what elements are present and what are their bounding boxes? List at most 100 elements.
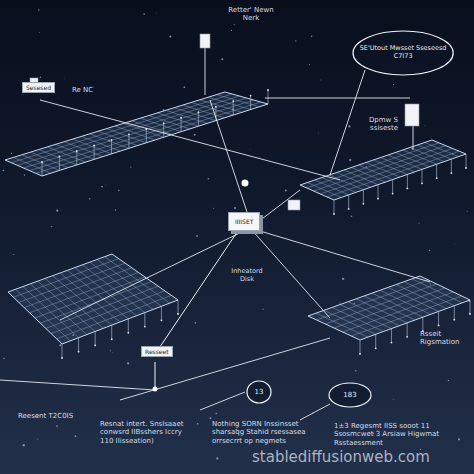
grid-line: [395, 153, 429, 167]
star: [115, 209, 117, 211]
antenna-tip: [391, 342, 393, 344]
antenna-tick: [62, 344, 63, 358]
antenna-tick: [392, 180, 393, 194]
node-text: Sesesed: [26, 84, 51, 91]
antenna-tick: [438, 311, 439, 325]
antenna-tip: [180, 117, 182, 119]
antenna-tick: [128, 134, 129, 148]
node-dot: [153, 387, 158, 392]
grid-line: [425, 143, 459, 157]
panel-outline: [300, 140, 466, 200]
grid-line: [381, 158, 415, 172]
antenna-tip: [362, 203, 364, 205]
antenna-tick: [178, 300, 179, 314]
star: [355, 370, 357, 372]
star: [2, 170, 4, 172]
star: [38, 31, 40, 33]
star: [448, 380, 449, 381]
antenna-tip: [177, 313, 179, 315]
star: [37, 439, 38, 440]
grid-line: [46, 286, 158, 328]
antenna-tick: [198, 112, 199, 126]
antenna-tick: [233, 101, 234, 115]
star: [64, 77, 66, 79]
panel-outline: [308, 276, 470, 340]
star: [56, 425, 58, 427]
star: [130, 167, 131, 168]
central-hub-box: IIIISET: [228, 212, 260, 231]
antenna-tip: [41, 161, 43, 163]
antenna-tip: [78, 351, 80, 353]
link-line: [40, 100, 340, 180]
antenna-tick: [161, 306, 162, 320]
antenna-tick: [111, 325, 112, 339]
star: [339, 302, 340, 303]
star: [234, 24, 235, 25]
antenna-tip: [127, 332, 129, 334]
antenna-tip: [469, 313, 471, 315]
antenna-tip: [93, 144, 95, 146]
star: [111, 351, 113, 353]
star: [118, 190, 120, 192]
star: [38, 9, 40, 11]
grid-line: [351, 168, 385, 183]
antenna-tip: [359, 353, 361, 355]
star: [234, 207, 236, 209]
solar-panel: [300, 140, 467, 215]
link-line: [330, 70, 365, 175]
star: [215, 413, 217, 415]
link-line: [250, 228, 430, 282]
callout-circle: 183: [328, 382, 372, 408]
grid-line: [410, 148, 444, 162]
grid-line: [359, 165, 393, 180]
grid-line: [320, 148, 452, 194]
antenna-tick: [360, 340, 361, 354]
star: [105, 184, 107, 186]
star: [110, 350, 111, 351]
star: [454, 243, 456, 245]
link-line: [60, 228, 250, 320]
antenna-tip: [161, 319, 163, 321]
antenna-tick: [250, 96, 251, 110]
antenna-tick: [181, 118, 182, 132]
link-line: [120, 338, 330, 400]
star: [51, 226, 52, 227]
solar-panel: [8, 254, 179, 359]
network-title: Retter' Newn Nerk: [220, 6, 282, 23]
star: [249, 148, 251, 150]
star: [393, 84, 394, 85]
grid-line: [13, 259, 118, 298]
antenna-tip: [392, 193, 394, 195]
star: [194, 134, 196, 136]
disk-label: Inheatord Disk: [224, 268, 270, 284]
grid-line: [327, 151, 459, 197]
node-text: 183: [343, 391, 356, 399]
antenna-tip: [421, 182, 423, 184]
star: [197, 423, 199, 425]
grid-line: [351, 296, 461, 336]
antenna-tick: [422, 169, 423, 183]
antenna-tip: [198, 111, 200, 113]
note-text: 1±3 Regesmt IISS sooot 11 Ssosmcwet 3 Ar…: [334, 422, 446, 447]
antenna-tick: [363, 190, 364, 204]
antenna-tick: [466, 154, 467, 168]
antenna-tip: [76, 150, 78, 152]
star: [342, 278, 344, 280]
star: [183, 86, 185, 88]
solar-panel: [308, 276, 471, 355]
antenna-tick: [76, 151, 77, 165]
star: [213, 42, 215, 44]
star: [59, 344, 61, 346]
antenna-tick: [163, 123, 164, 137]
antenna-tip: [438, 325, 440, 327]
antenna-tip: [406, 336, 408, 338]
panel-label: Rsseit Rigsmation: [420, 330, 470, 347]
grid-line: [403, 150, 437, 164]
star: [262, 309, 263, 310]
star: [169, 35, 171, 37]
grid-line: [36, 102, 261, 173]
link-line: [155, 362, 156, 387]
star: [11, 153, 12, 154]
star: [258, 156, 260, 158]
server-icon: [288, 200, 300, 210]
